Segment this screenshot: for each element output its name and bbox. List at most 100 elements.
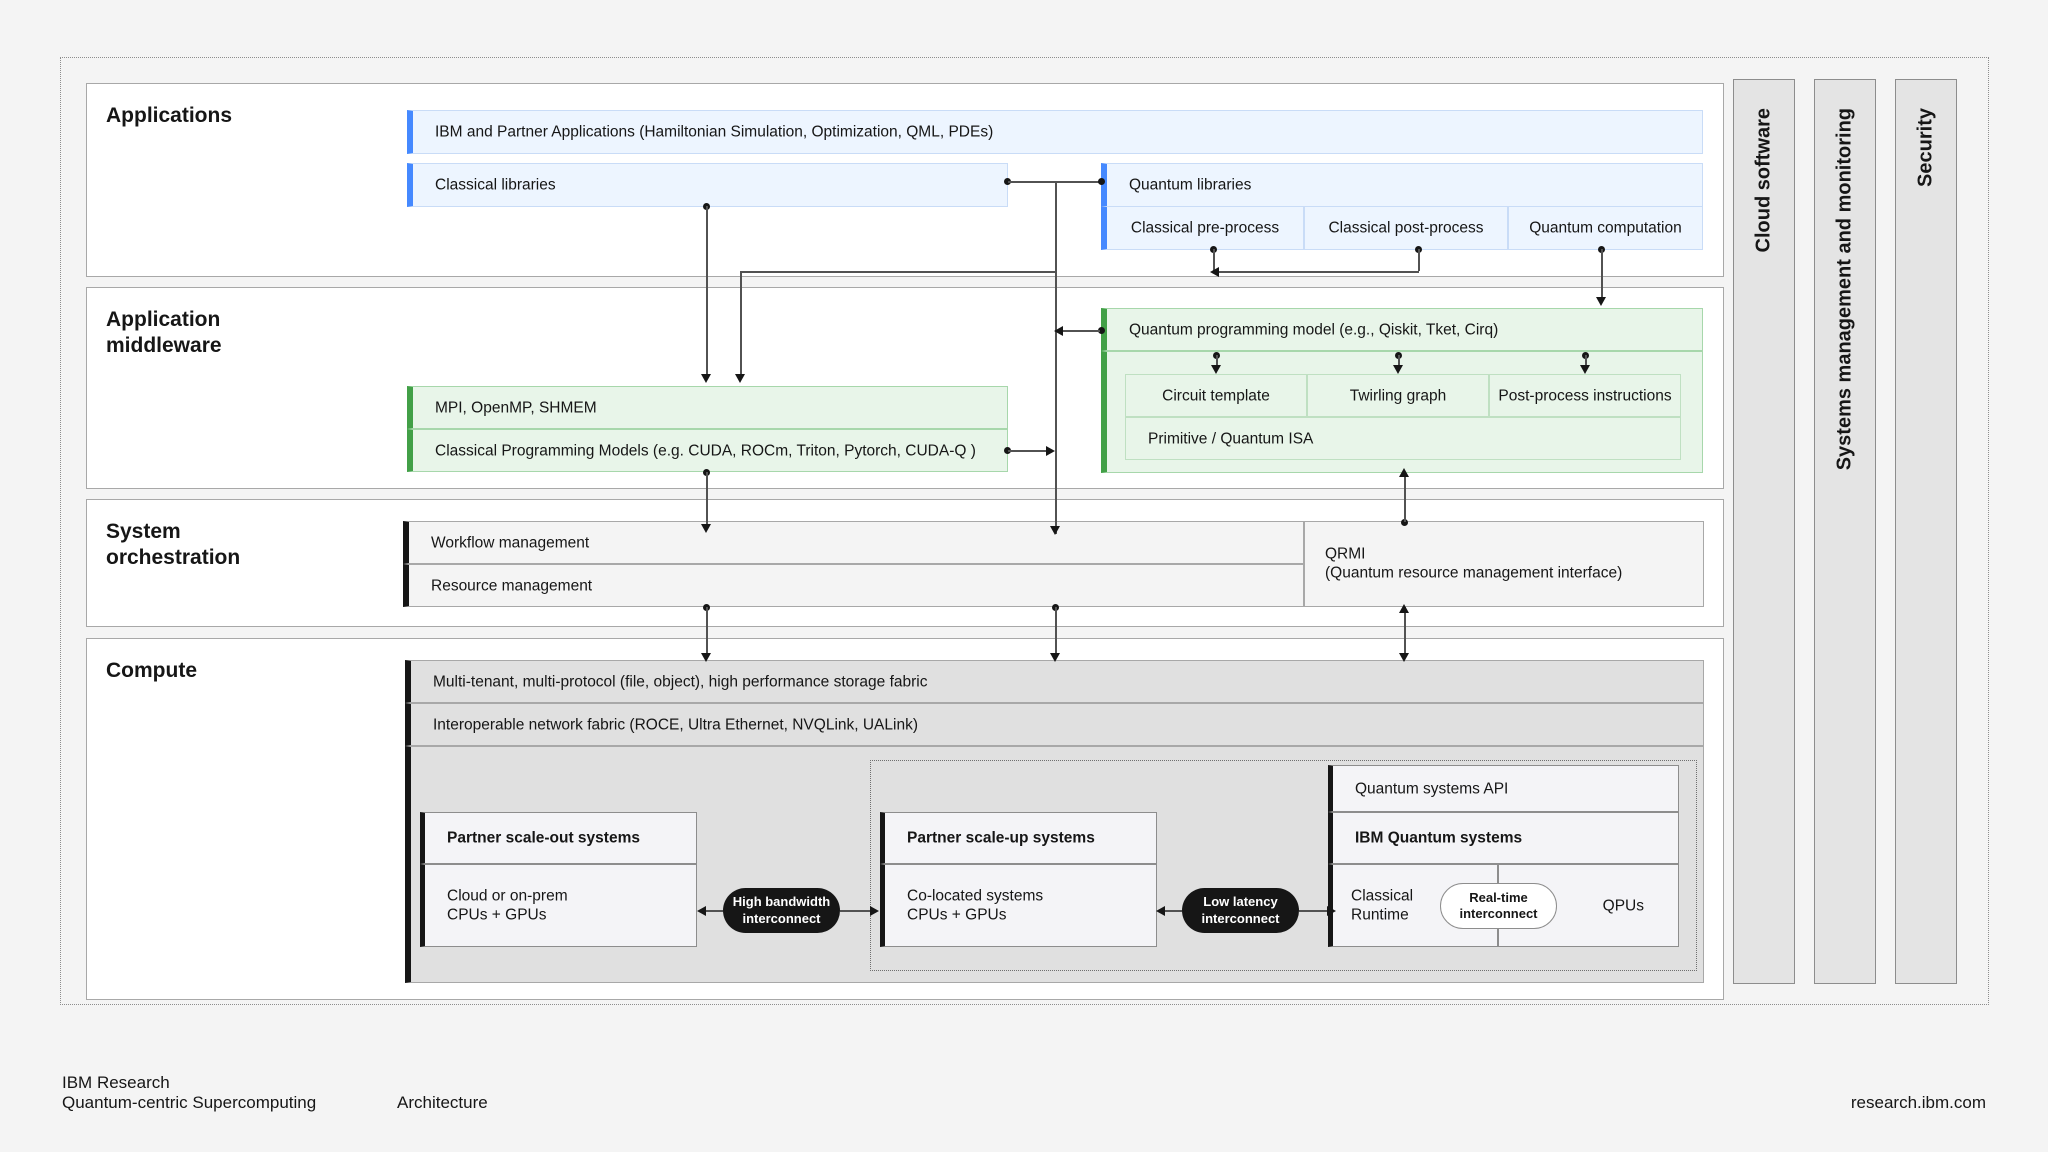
conn-post-down — [1418, 249, 1420, 271]
middleware-classical-models-label: Classical Programming Models (e.g. CUDA,… — [435, 441, 976, 459]
conn-qc-down — [1601, 249, 1603, 299]
compute-ibm-quantum-systems-header-label: IBM Quantum systems — [1355, 829, 1523, 847]
orchestration-resource-management-label: Resource management — [431, 576, 593, 594]
orchestration-qrmi-sub: (Quantum resource management interface) — [1325, 565, 1623, 582]
conn-qpm-sub3 — [1585, 355, 1587, 367]
conn-v-mid-drop — [1055, 181, 1057, 534]
high-bandwidth-interconnect-pill[interactable]: High bandwidth interconnect — [723, 888, 840, 933]
middleware-primitive-isa-label: Primitive / Quantum ISA — [1148, 429, 1314, 447]
compute-qpus-label: QPUs — [1602, 896, 1644, 914]
middleware-quantum-programming-model[interactable]: Quantum programming model (e.g., Qiskit,… — [1101, 308, 1703, 351]
conn-orch-down2-head — [1050, 653, 1060, 662]
layer-compute-title: Compute — [106, 659, 197, 682]
compute-network-fabric-label: Interoperable network fabric (ROCE, Ultr… — [433, 715, 918, 733]
low-latency-interconnect-pill[interactable]: Low latency interconnect — [1182, 888, 1299, 933]
compute-scale-up-header-label: Partner scale-up systems — [907, 829, 1095, 847]
ll-arrow-left-line — [1158, 910, 1182, 912]
conn-qpm-left-head — [1054, 325, 1063, 336]
side-panel-systems-management[interactable]: Systems management and monitoring — [1814, 79, 1876, 984]
footer-program: Quantum-centric Supercomputing — [62, 1093, 317, 1112]
orchestration-resource-management[interactable]: Resource management — [403, 564, 1304, 607]
compute-classical-runtime-label: Classical Runtime — [1351, 887, 1414, 924]
conn-orch-down3-head — [1399, 653, 1409, 662]
side-panel-cloud-software[interactable]: Cloud software — [1733, 79, 1795, 984]
applications-quantum-libraries[interactable]: Quantum libraries — [1101, 163, 1703, 207]
realtime-interconnect-pill[interactable]: Real-time interconnect — [1440, 883, 1557, 929]
middleware-mpi[interactable]: MPI, OpenMP, SHMEM — [407, 386, 1008, 429]
orchestration-workflow-management-label: Workflow management — [431, 533, 590, 551]
applications-classical-libraries[interactable]: Classical libraries — [407, 163, 1008, 207]
applications-classical-libraries-label: Classical libraries — [435, 176, 556, 194]
compute-scale-up-body[interactable]: Co-located systems CPUs + GPUs — [880, 864, 1157, 947]
conn-qpm-sub1 — [1216, 355, 1218, 367]
layer-applications-title: Applications — [106, 104, 233, 127]
conn-mw-down1-head — [701, 524, 711, 533]
middleware-primitive-isa[interactable]: Primitive / Quantum ISA — [1125, 417, 1681, 460]
conn-qpm-sub2 — [1398, 355, 1400, 367]
side-panel-security-label: Security — [1914, 108, 1937, 187]
conn-orch-down2 — [1055, 607, 1057, 655]
conn-qpm-sub1-head — [1211, 365, 1221, 374]
side-panel-cloud-software-label: Cloud software — [1752, 108, 1775, 253]
orchestration-qrmi[interactable]: QRMI (Quantum resource management interf… — [1304, 521, 1704, 607]
conn-cl-down2 — [740, 271, 742, 376]
conn-qpm-sub3-head — [1580, 365, 1590, 374]
conn-dot-cpm-right — [1004, 447, 1011, 454]
footer-site: research.ibm.com — [1850, 1093, 1986, 1112]
middleware-twirling-graph[interactable]: Twirling graph — [1307, 374, 1489, 417]
conn-prepost-back-h — [1218, 271, 1419, 273]
conn-v-mid-drop-head — [1050, 526, 1060, 535]
conn-cl-down1 — [706, 206, 708, 376]
ll-arrow-right-line — [1299, 910, 1329, 912]
compute-scale-out-header-label: Partner scale-out systems — [447, 829, 640, 847]
ll-arrow-left-head — [1156, 905, 1165, 916]
conn-cl-down1-head — [701, 374, 711, 383]
applications-classical-preprocess-label: Classical pre-process — [1130, 219, 1280, 237]
orchestration-qrmi-title: QRMI — [1325, 545, 1366, 563]
hb-arrow-right-head — [870, 905, 879, 916]
side-panel-systems-management-label: Systems management and monitoring — [1833, 108, 1856, 471]
compute-scale-up-body-label: Co-located systems CPUs + GPUs — [907, 887, 1044, 924]
applications-quantum-libraries-label: Quantum libraries — [1129, 176, 1252, 194]
conn-cl-down2-h — [740, 271, 1055, 273]
conn-dot-qpm-left — [1098, 327, 1105, 334]
hb-arrow-right-line — [840, 910, 872, 912]
middleware-postprocess-instructions-label: Post-process instructions — [1498, 386, 1672, 404]
conn-qc-down-head — [1596, 297, 1606, 306]
realtime-interconnect-label: Real-time interconnect — [1459, 889, 1538, 921]
applications-classical-preprocess[interactable]: Classical pre-process — [1101, 206, 1304, 250]
conn-prepost-back-head — [1210, 266, 1219, 277]
middleware-postprocess-instructions[interactable]: Post-process instructions — [1489, 374, 1681, 417]
compute-network-fabric[interactable]: Interoperable network fabric (ROCE, Ultr… — [405, 703, 1704, 746]
compute-scale-up-header[interactable]: Partner scale-up systems — [880, 812, 1157, 864]
middleware-classical-models[interactable]: Classical Programming Models (e.g. CUDA,… — [407, 429, 1008, 472]
conn-pre-down — [1213, 249, 1215, 271]
middleware-mpi-label: MPI, OpenMP, SHMEM — [435, 398, 597, 416]
applications-quantum-computation-label: Quantum computation — [1529, 219, 1682, 237]
compute-storage-fabric[interactable]: Multi-tenant, multi-protocol (file, obje… — [405, 660, 1704, 703]
applications-classical-postprocess[interactable]: Classical post-process — [1304, 206, 1508, 250]
applications-quantum-computation[interactable]: Quantum computation — [1508, 206, 1703, 250]
conn-qpm-sub2-head — [1393, 365, 1403, 374]
conn-qpm-left-h — [1062, 330, 1100, 332]
conn-orch-down3 — [1404, 607, 1406, 655]
applications-apps-bar-label: IBM and Partner Applications (Hamiltonia… — [435, 123, 994, 141]
middleware-circuit-template[interactable]: Circuit template — [1125, 374, 1307, 417]
conn-dot-cl-out — [1004, 178, 1011, 185]
compute-quantum-systems-api-label: Quantum systems API — [1355, 779, 1509, 797]
applications-apps-bar[interactable]: IBM and Partner Applications (Hamiltonia… — [407, 110, 1703, 154]
side-panel-security[interactable]: Security — [1895, 79, 1957, 984]
compute-ibm-quantum-systems-header[interactable]: IBM Quantum systems — [1328, 812, 1679, 864]
conn-mw-down1 — [706, 472, 708, 526]
conn-orch-down3-head-up — [1399, 604, 1409, 613]
conn-orch-down1 — [706, 607, 708, 655]
compute-scale-out-header[interactable]: Partner scale-out systems — [420, 812, 697, 864]
hb-arrow-left-head — [697, 905, 706, 916]
orchestration-workflow-management[interactable]: Workflow management — [403, 521, 1304, 564]
middleware-twirling-graph-label: Twirling graph — [1349, 386, 1447, 404]
compute-scale-out-body[interactable]: Cloud or on-prem CPUs + GPUs — [420, 864, 697, 947]
ll-arrow-right-head — [1327, 905, 1336, 916]
conn-cpm-right-head — [1046, 445, 1055, 456]
compute-quantum-systems-api[interactable]: Quantum systems API — [1328, 765, 1679, 812]
conn-qrmi-up — [1404, 472, 1406, 522]
